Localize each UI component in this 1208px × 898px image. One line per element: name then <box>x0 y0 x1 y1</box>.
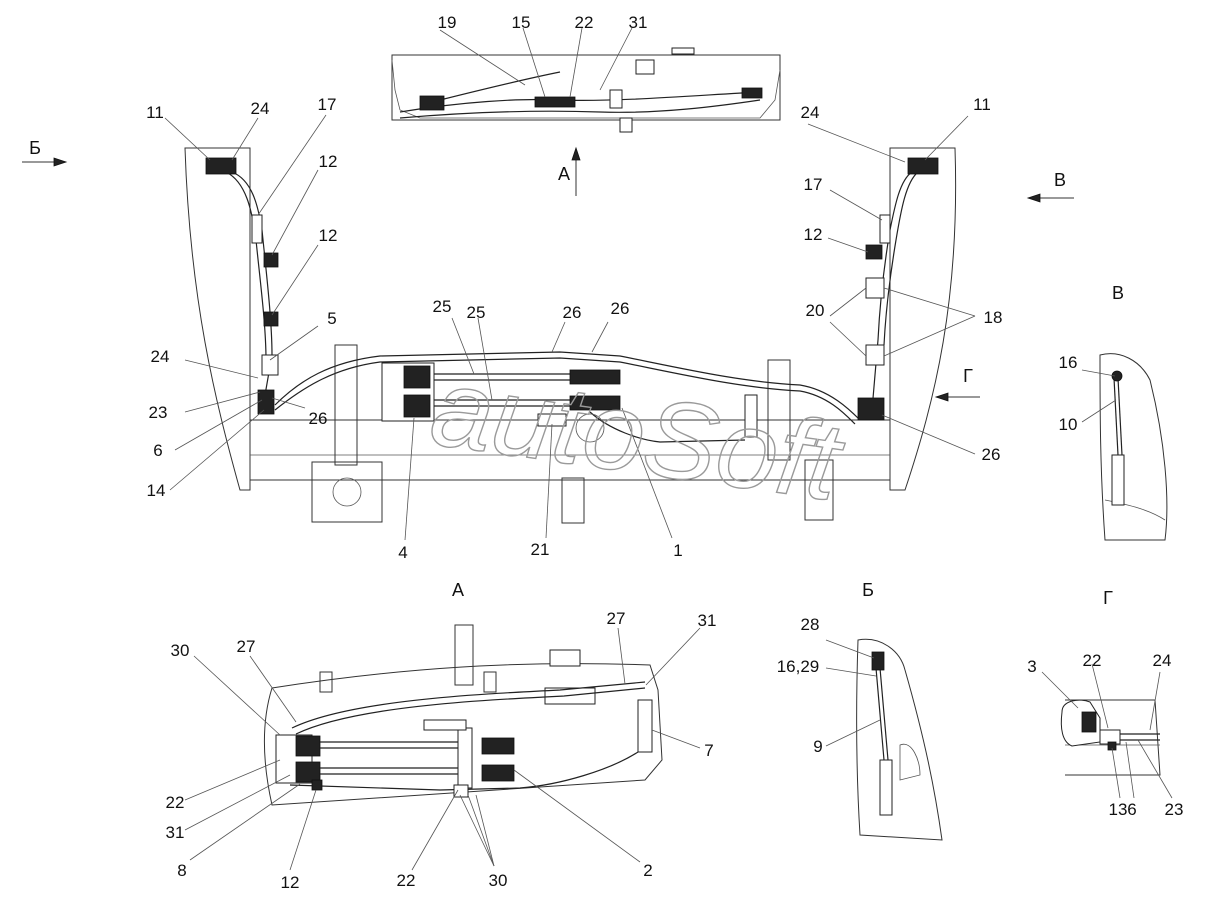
callout: 22 <box>397 871 416 890</box>
arrow-label-v: В <box>1054 170 1066 190</box>
callout: 31 <box>629 13 648 32</box>
callout: 26 <box>982 445 1001 464</box>
callout: 16,29 <box>777 657 820 676</box>
callout: 25 <box>433 297 452 316</box>
callout: 22 <box>1083 651 1102 670</box>
callouts-view-v: 16 10 <box>1059 353 1078 434</box>
callout: 24 <box>801 103 820 122</box>
callout: 31 <box>698 611 717 630</box>
view-g-detail <box>1041 663 1173 799</box>
callout: 22 <box>166 793 185 812</box>
callout: 22 <box>575 13 594 32</box>
callout: 6 <box>153 441 162 460</box>
callout: 30 <box>171 641 190 660</box>
view-title-v: В <box>1112 283 1124 303</box>
arrow-label-b: Б <box>29 138 41 158</box>
view-titles: Б А В Г В А Б Г <box>29 138 1124 608</box>
arrow-label-g: Г <box>963 366 973 386</box>
callout: 24 <box>1153 651 1172 670</box>
callout: 25 <box>467 303 486 322</box>
arrow-label-a: А <box>558 164 570 184</box>
callout: 1 <box>673 541 682 560</box>
main-leaders <box>164 114 976 541</box>
callout: 26 <box>563 303 582 322</box>
view-title-a: А <box>452 580 464 600</box>
callout: 4 <box>398 543 407 562</box>
callout: 5 <box>327 309 336 328</box>
callout: 8 <box>177 861 186 880</box>
callout: 12 <box>804 225 823 244</box>
callout: 11 <box>146 103 164 122</box>
callout: 15 <box>512 13 531 32</box>
view-b-detail <box>825 638 943 841</box>
callouts-view-b: 28 16,29 9 <box>777 615 823 756</box>
callout: 18 <box>984 308 1003 327</box>
callout: 9 <box>813 737 822 756</box>
callout: 27 <box>237 637 256 656</box>
callout: 23 <box>1165 800 1184 819</box>
view-v-detail <box>1081 353 1168 541</box>
callouts-view-a: 30 27 27 31 22 31 8 12 22 30 2 7 <box>166 609 717 892</box>
callouts-view-g: 3 22 24 13 6 23 <box>1027 651 1183 819</box>
top-frame-view <box>391 27 781 133</box>
main-frame-view <box>184 147 957 524</box>
callout: 28 <box>801 615 820 634</box>
callout: 2 <box>643 861 652 880</box>
callout: 17 <box>318 95 337 114</box>
callout: 31 <box>166 823 185 842</box>
callout: 7 <box>704 741 713 760</box>
callout: 14 <box>147 481 166 500</box>
callout: 19 <box>438 13 457 32</box>
callout: 21 <box>531 540 550 559</box>
view-arrows <box>22 146 1074 402</box>
callout: 6 <box>1127 800 1136 819</box>
callout: 26 <box>309 409 328 428</box>
view-title-b: Б <box>862 580 874 600</box>
callout: 26 <box>611 299 630 318</box>
callout: 24 <box>251 99 270 118</box>
callout: 17 <box>804 175 823 194</box>
callout: 12 <box>281 873 300 892</box>
watermark: autoSoft <box>424 345 851 524</box>
view-title-g: Г <box>1103 588 1113 608</box>
callout: 23 <box>149 403 168 422</box>
callouts-main: 19 15 22 31 11 24 17 12 12 5 24 23 6 14 … <box>146 13 1002 562</box>
callout: 30 <box>489 871 508 890</box>
callout: 24 <box>151 347 170 366</box>
callout: 13 <box>1109 800 1128 819</box>
callout: 20 <box>806 301 825 320</box>
callout: 16 <box>1059 353 1078 372</box>
callout: 12 <box>319 226 338 245</box>
callout: 27 <box>607 609 626 628</box>
view-a-detail <box>184 624 701 871</box>
callout: 10 <box>1059 415 1078 434</box>
callout: 3 <box>1027 657 1036 676</box>
callout: 12 <box>319 152 338 171</box>
callout: 11 <box>973 95 991 114</box>
